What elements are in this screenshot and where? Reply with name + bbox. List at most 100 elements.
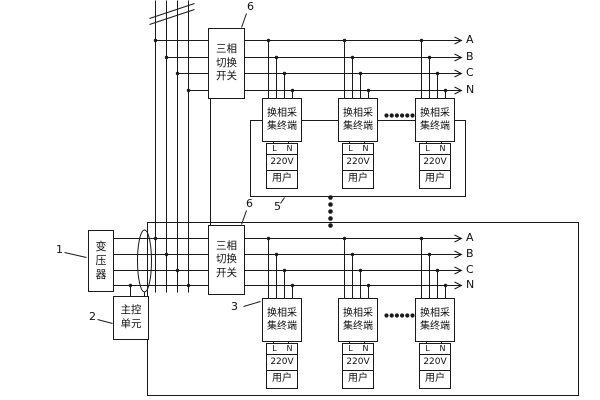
phase-label-n: N bbox=[466, 83, 475, 96]
junction-dot bbox=[342, 38, 347, 43]
junction-dot bbox=[400, 113, 405, 118]
user-label: 用户 bbox=[272, 373, 292, 384]
junction-dot bbox=[384, 313, 389, 318]
bus-break-mark bbox=[149, 3, 195, 19]
callout-5: 5 bbox=[274, 200, 281, 213]
phase-collection-terminal-box: 换相采 集终端 bbox=[338, 98, 378, 142]
junction-dot bbox=[366, 88, 371, 93]
three-phase-switch-box-top: 三相 切换 开关 bbox=[208, 28, 245, 99]
arrow-head bbox=[454, 53, 463, 62]
phase-collection-terminal-label: 换相采 集终端 bbox=[343, 308, 373, 332]
phase-collection-terminal-box: 换相采 集终端 bbox=[415, 98, 455, 142]
junction-dot bbox=[175, 71, 180, 76]
callout-leader bbox=[241, 210, 247, 225]
junction-dot bbox=[389, 313, 394, 318]
junction-dot bbox=[266, 236, 271, 241]
voltage-label: 220V bbox=[343, 155, 373, 171]
junction-dot bbox=[164, 55, 169, 60]
junction-dot bbox=[153, 236, 158, 241]
junction-dot bbox=[350, 252, 355, 257]
junction-dot bbox=[153, 38, 158, 43]
neutral-terminal-label: N bbox=[286, 144, 293, 153]
junction-dot bbox=[394, 113, 399, 118]
live-terminal-label: L bbox=[425, 144, 430, 153]
junction-dot bbox=[443, 88, 448, 93]
junction-dot bbox=[419, 236, 424, 241]
live-terminal-label: L bbox=[348, 344, 353, 353]
live-terminal-label: L bbox=[272, 344, 277, 353]
junction-dot bbox=[164, 252, 169, 257]
phase-collection-terminal-label: 换相采 集终端 bbox=[267, 108, 297, 132]
phase-label-b: B bbox=[466, 247, 474, 260]
junction-dot bbox=[394, 313, 399, 318]
junction-dot bbox=[400, 313, 405, 318]
arrow-head bbox=[454, 234, 463, 243]
neutral-terminal-label: N bbox=[439, 344, 446, 353]
phase-label-a: A bbox=[466, 231, 474, 244]
junction-dot bbox=[427, 55, 432, 60]
junction-dot bbox=[328, 216, 333, 221]
voltage-label: 220V bbox=[420, 355, 450, 371]
voltage-label: 220V bbox=[420, 155, 450, 171]
phase-collection-terminal-label: 换相采 集终端 bbox=[343, 108, 373, 132]
transformer-box: 变 压 器 bbox=[88, 230, 114, 292]
phase-collection-terminal-box: 换相采 集终端 bbox=[338, 298, 378, 342]
junction-dot bbox=[175, 268, 180, 273]
arrow-head bbox=[454, 36, 463, 45]
user-label: 用户 bbox=[348, 173, 368, 184]
junction-dot bbox=[405, 313, 410, 318]
junction-dot bbox=[435, 71, 440, 76]
user-label: 用户 bbox=[425, 173, 445, 184]
arrow-head bbox=[454, 266, 463, 275]
junction-dot bbox=[427, 252, 432, 257]
junction-dot bbox=[384, 113, 389, 118]
callout-leader bbox=[241, 13, 247, 28]
junction-dot bbox=[328, 202, 333, 207]
live-terminal-label: L bbox=[425, 344, 430, 353]
neutral-terminal-label: N bbox=[362, 344, 369, 353]
ct-sensor-oval bbox=[137, 229, 152, 293]
user-label: 用户 bbox=[348, 373, 368, 384]
junction-dot bbox=[290, 88, 295, 93]
phase-label-n: N bbox=[466, 278, 475, 291]
callout-2: 2 bbox=[89, 310, 96, 323]
callout-6-top: 6 bbox=[247, 0, 254, 13]
neutral-terminal-label: N bbox=[439, 144, 446, 153]
transformer-label: 变 压 器 bbox=[95, 239, 107, 282]
junction-dot bbox=[435, 268, 440, 273]
three-phase-switch-box-bottom: 三相 切换 开关 bbox=[208, 225, 245, 295]
user-label: 用户 bbox=[425, 373, 445, 384]
junction-dot bbox=[290, 283, 295, 288]
bus-break-mark bbox=[149, 9, 195, 25]
voltage-label: 220V bbox=[267, 155, 297, 171]
junction-dot bbox=[419, 38, 424, 43]
voltage-label: 220V bbox=[343, 355, 373, 371]
junction-dot bbox=[128, 283, 133, 288]
phase-collection-terminal-box: 换相采 集终端 bbox=[415, 298, 455, 342]
voltage-label: 220V bbox=[267, 355, 297, 371]
three-phase-switch-label: 三相 切换 开关 bbox=[216, 43, 237, 83]
main-control-label: 主控 单元 bbox=[120, 304, 142, 330]
phase-collection-terminal-label: 换相采 集终端 bbox=[420, 308, 450, 332]
junction-dot bbox=[328, 209, 333, 214]
junction-dot bbox=[443, 283, 448, 288]
junction-dot bbox=[282, 268, 287, 273]
arrow-head bbox=[454, 281, 463, 290]
callout-leader bbox=[97, 319, 113, 324]
junction-dot bbox=[274, 55, 279, 60]
phase-label-c: C bbox=[466, 263, 474, 276]
junction-dot bbox=[358, 71, 363, 76]
phase-collection-terminal-box: 换相采 集终端 bbox=[262, 98, 302, 142]
phase-label-c: C bbox=[466, 66, 474, 79]
arrow-head bbox=[454, 69, 463, 78]
junction-dot bbox=[186, 88, 191, 93]
